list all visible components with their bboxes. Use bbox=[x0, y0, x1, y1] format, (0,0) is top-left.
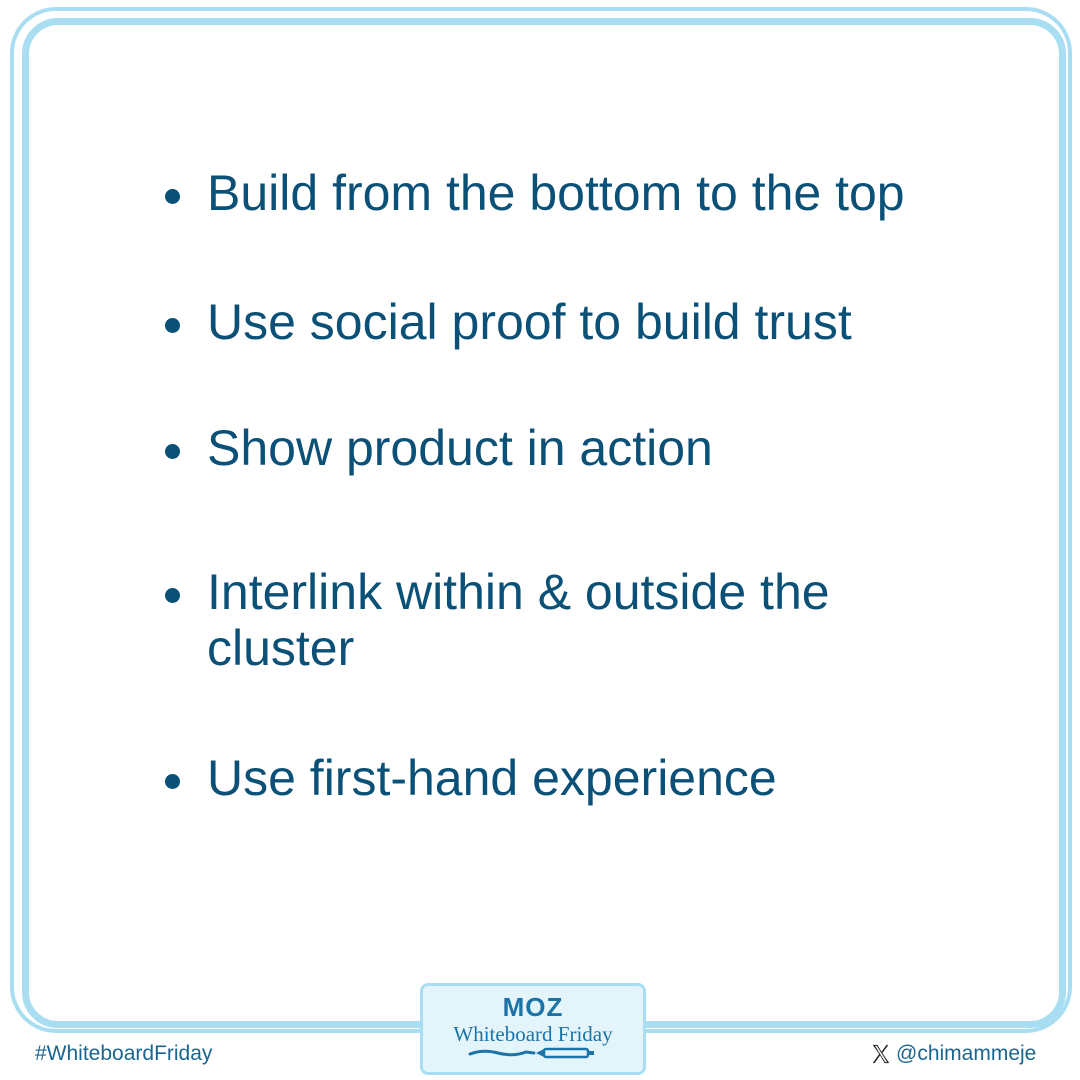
bullet-item: Use first-hand experience bbox=[165, 750, 1027, 806]
handle-text: @chimammeje bbox=[896, 1042, 1037, 1065]
bullet-item: Interlink within & outside the cluster bbox=[165, 564, 927, 676]
bullet-item: Build from the bottom to the top bbox=[165, 165, 1027, 221]
marker-squiggle-icon bbox=[468, 1047, 594, 1059]
moz-whiteboard-friday-logo: MOZ Whiteboard Friday bbox=[420, 983, 646, 1075]
logo-title: Whiteboard Friday bbox=[453, 1022, 613, 1046]
logo-brand: MOZ bbox=[502, 992, 564, 1022]
bullet-list: Build from the bottom to the top Use soc… bbox=[165, 165, 1027, 806]
x-logo-icon bbox=[872, 1044, 890, 1064]
bullet-item: Use social proof to build trust bbox=[165, 294, 1027, 350]
social-handle: @chimammeje bbox=[870, 1042, 1036, 1066]
bullet-item: Show product in action bbox=[165, 420, 1027, 476]
hashtag-label: #WhiteboardFriday bbox=[35, 1042, 213, 1065]
